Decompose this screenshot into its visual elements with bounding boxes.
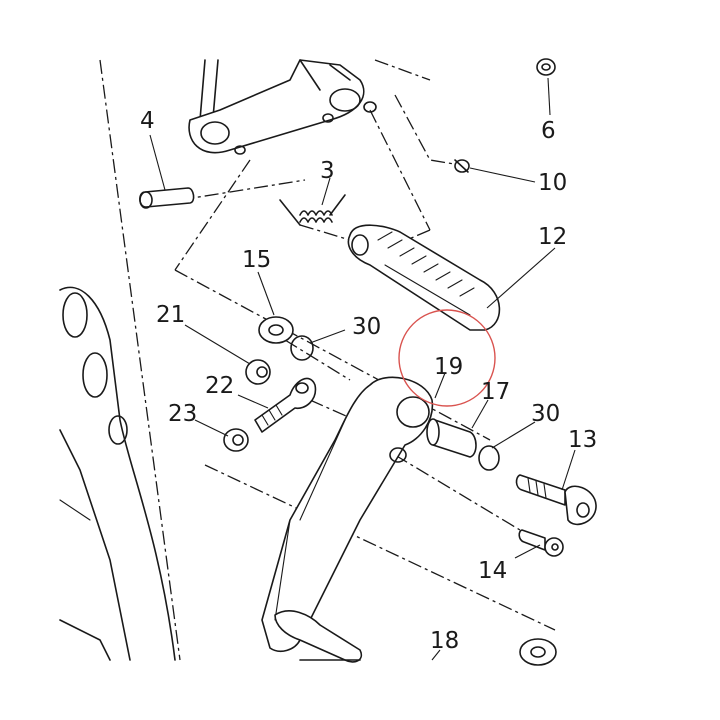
label-part-12: 12 bbox=[538, 224, 567, 250]
washer-part-15 bbox=[258, 316, 294, 344]
circlip-part-30b bbox=[478, 445, 500, 471]
leader-lines bbox=[149, 77, 576, 661]
label-part-17: 17 bbox=[481, 379, 510, 405]
circlip-part-30a bbox=[290, 335, 314, 361]
label-part-23: 23 bbox=[168, 401, 197, 427]
clip-part-10 bbox=[454, 159, 470, 173]
assembly-lines bbox=[174, 59, 556, 631]
hanger-bracket bbox=[188, 59, 377, 155]
label-part-13: 13 bbox=[568, 427, 597, 453]
label-part-15: 15 bbox=[242, 247, 271, 273]
label-part-22: 22 bbox=[205, 373, 234, 399]
bottom-right-bushing bbox=[519, 638, 557, 666]
highlight-circle-part-19 bbox=[398, 309, 496, 407]
frame-boundary-line bbox=[99, 59, 181, 661]
bushing-part-17 bbox=[426, 418, 477, 458]
frame-plate bbox=[59, 286, 176, 661]
spring-part-3 bbox=[279, 194, 346, 226]
bolt-part-13 bbox=[515, 474, 597, 526]
nut-part-23 bbox=[223, 428, 249, 452]
rod-end-part-22 bbox=[254, 377, 317, 433]
pin-part-4 bbox=[139, 187, 195, 209]
label-part-21: 21 bbox=[156, 302, 185, 328]
label-part-30-lower: 30 bbox=[531, 401, 560, 427]
label-part-14: 14 bbox=[478, 558, 507, 584]
pedal-lever-part-18 bbox=[261, 376, 434, 663]
label-part-19: 19 bbox=[434, 354, 463, 380]
screw-part-14 bbox=[518, 529, 564, 557]
label-part-6: 6 bbox=[541, 118, 556, 144]
nut-part-6 bbox=[536, 58, 556, 76]
label-part-4: 4 bbox=[140, 108, 155, 134]
label-part-3: 3 bbox=[320, 158, 335, 184]
nut-part-21 bbox=[245, 359, 271, 385]
label-part-10: 10 bbox=[538, 170, 567, 196]
label-part-30-upper: 30 bbox=[352, 314, 381, 340]
footpeg-part-12 bbox=[347, 224, 501, 331]
label-part-18: 18 bbox=[430, 628, 459, 654]
